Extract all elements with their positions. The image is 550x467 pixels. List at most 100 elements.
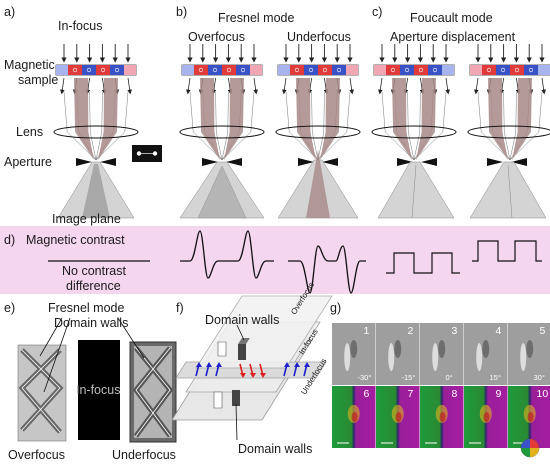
beam-cone bbox=[416, 78, 436, 160]
magnetization-marker bbox=[294, 67, 300, 73]
wall-bright-streak bbox=[388, 343, 395, 372]
magnetization-marker bbox=[500, 67, 506, 73]
color-wheel-segment bbox=[521, 448, 530, 457]
wall-dark-streak bbox=[394, 340, 402, 359]
ray bbox=[504, 131, 511, 161]
column-in-focus bbox=[53, 44, 139, 219]
wall-dark-streak bbox=[526, 340, 534, 359]
tile-number: 6 bbox=[363, 388, 370, 400]
panel-e-title-line2: Domain walls bbox=[54, 316, 129, 330]
magnetization-marker bbox=[308, 67, 314, 73]
ray bbox=[90, 131, 97, 161]
magnetization-marker bbox=[100, 67, 106, 73]
magnetization-arrowhead bbox=[240, 373, 246, 378]
wall-bright-streak bbox=[432, 343, 439, 372]
sample-domain bbox=[332, 65, 346, 75]
ray bbox=[419, 91, 421, 133]
lens bbox=[53, 125, 139, 139]
sample-edge-right bbox=[346, 65, 358, 75]
tile-number: 2 bbox=[407, 325, 414, 337]
sample-domain bbox=[96, 65, 110, 75]
panel-c-label: c) bbox=[372, 5, 383, 19]
sample-domain bbox=[414, 65, 428, 75]
ray bbox=[124, 91, 129, 133]
image-split bbox=[507, 164, 513, 219]
panel-f-label: f) bbox=[176, 301, 184, 315]
beam-cone bbox=[224, 78, 244, 160]
image-cone-inner bbox=[306, 150, 330, 218]
panel-c-subtitle: Aperture displacement bbox=[390, 30, 516, 44]
magnetization-marker bbox=[198, 67, 204, 73]
magnetization-arrowhead bbox=[196, 362, 202, 367]
magnetization-arrowhead bbox=[284, 362, 290, 367]
wall-bright-streak bbox=[344, 343, 351, 372]
foucault-trace-left bbox=[386, 252, 460, 274]
column-foucault-right bbox=[467, 44, 550, 219]
panel-b-overfocus: Overfocus bbox=[188, 30, 245, 44]
magnetization-arrows bbox=[195, 362, 310, 378]
lens bbox=[467, 125, 550, 139]
ray bbox=[538, 91, 543, 133]
aperture-blade-right bbox=[226, 158, 242, 166]
vortex-center bbox=[439, 412, 446, 422]
tilt-angle: 30° bbox=[533, 373, 545, 382]
in-focus-label: In-focus bbox=[76, 383, 121, 397]
column-foucault-left bbox=[371, 44, 457, 219]
magnetization-arrowhead bbox=[304, 362, 310, 367]
underfocus-label: Underfocus bbox=[112, 448, 176, 462]
sample-edge-left bbox=[374, 65, 386, 75]
ray bbox=[408, 131, 415, 161]
contrast-band bbox=[0, 226, 550, 294]
ray bbox=[442, 91, 447, 133]
domain-wall-pointer-mid bbox=[43, 317, 71, 393]
aperture-blade-right bbox=[421, 158, 437, 166]
underfocus-trace bbox=[288, 245, 366, 294]
sample-domain bbox=[68, 65, 82, 75]
magnetization-arrowhead bbox=[250, 373, 256, 378]
beam-cone bbox=[296, 78, 316, 160]
image-cone bbox=[469, 161, 547, 219]
beam-cone bbox=[200, 78, 220, 160]
aperture-blade-left bbox=[487, 158, 503, 166]
beam-cone bbox=[320, 78, 340, 160]
magnetization-arrowhead bbox=[216, 362, 222, 367]
aperture-inset-dot bbox=[152, 151, 158, 156]
ray bbox=[215, 91, 217, 133]
lens bbox=[179, 125, 265, 139]
tilt-angle: 0° bbox=[445, 373, 453, 382]
sample-domain bbox=[194, 65, 208, 75]
ray bbox=[381, 91, 386, 133]
image-cone-inner bbox=[197, 165, 247, 219]
magnetization-marker bbox=[240, 67, 246, 73]
panel-b-label: b) bbox=[176, 5, 188, 19]
sample-domain bbox=[208, 65, 222, 75]
domain-wall-pointer-left bbox=[39, 317, 63, 357]
aperture-label: Aperture bbox=[4, 155, 52, 169]
sample-domain bbox=[428, 65, 442, 75]
panel-e-title-line1: Fresnel mode bbox=[48, 301, 125, 315]
sample-edge-left bbox=[56, 65, 68, 75]
deflected-arrow bbox=[253, 77, 259, 95]
tile-number: 1 bbox=[363, 325, 370, 337]
lens bbox=[371, 125, 457, 139]
ray bbox=[413, 131, 420, 161]
panel-e-label: e) bbox=[4, 301, 16, 315]
deflected-arrow bbox=[445, 77, 451, 95]
ray bbox=[312, 131, 319, 161]
aperture-blade-left bbox=[202, 158, 218, 166]
deflected-arrow bbox=[349, 77, 355, 95]
image-cone-core bbox=[82, 164, 110, 218]
magnetization-marker bbox=[72, 67, 78, 73]
magnetization-marker bbox=[404, 67, 410, 73]
deflected-arrow bbox=[473, 77, 479, 95]
panel-b-title: Fresnel mode bbox=[218, 11, 295, 25]
ray bbox=[509, 131, 516, 161]
sample-domain bbox=[304, 65, 318, 75]
sample-edge-left bbox=[278, 65, 290, 75]
aperture-blade-left bbox=[298, 158, 314, 166]
column-underfocus bbox=[275, 44, 361, 219]
image-plane-label: Image plane bbox=[52, 212, 121, 226]
lens bbox=[275, 125, 361, 139]
ray bbox=[250, 91, 255, 133]
